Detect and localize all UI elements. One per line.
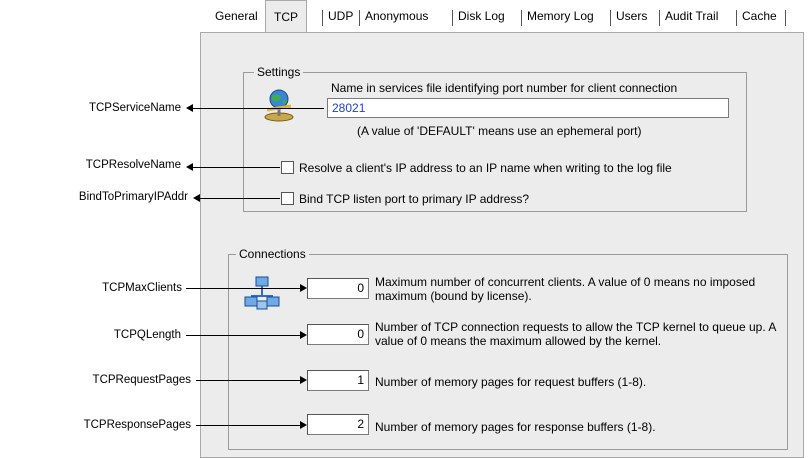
arrow-right-icon	[300, 421, 307, 429]
request-pages-description: Number of memory pages for request buffe…	[375, 375, 647, 389]
leader-line	[186, 288, 300, 289]
tab-cache[interactable]: Cache	[742, 9, 777, 23]
settings-group-label: Settings	[254, 65, 304, 79]
service-name-input[interactable]: 28021	[327, 98, 729, 118]
tab-separator	[659, 10, 660, 26]
callout-tcp-request-pages: TCPRequestPages	[92, 374, 191, 386]
tab-general[interactable]: General	[215, 9, 258, 23]
tab-disk-log[interactable]: Disk Log	[458, 9, 505, 23]
queue-length-input[interactable]: 0	[307, 324, 369, 345]
arrow-right-icon	[300, 331, 307, 339]
tab-separator	[736, 10, 737, 26]
max-clients-description: Maximum number of concurrent clients. A …	[375, 275, 756, 303]
response-pages-input[interactable]: 2	[307, 414, 369, 435]
callout-tcp-response-pages: TCPResponsePages	[83, 419, 191, 431]
settings-group	[243, 72, 747, 212]
resolve-name-label: Resolve a client's IP address to an IP n…	[299, 161, 672, 175]
arrow-right-icon	[300, 284, 307, 292]
tab-separator	[785, 10, 786, 26]
network-globe-icon	[262, 88, 296, 122]
leader-line	[192, 108, 324, 109]
arrow-right-icon	[300, 376, 307, 384]
connections-group-label: Connections	[236, 247, 309, 261]
tab-users[interactable]: Users	[616, 9, 648, 23]
request-pages-input[interactable]: 1	[307, 370, 369, 391]
callout-tcp-max-clients: TCPMaxClients	[102, 282, 182, 294]
service-name-label: Name in services file identifying port n…	[331, 81, 678, 95]
arrow-left-icon	[186, 163, 193, 171]
leader-line	[196, 425, 300, 426]
callout-tcp-resolve-name: TCPResolveName	[85, 159, 181, 171]
network-computers-icon	[244, 276, 280, 312]
tab-anonymous[interactable]: Anonymous	[365, 9, 429, 23]
leader-line	[196, 380, 300, 381]
tab-separator	[521, 10, 522, 26]
callout-tcp-q-length: TCPQLength	[113, 329, 181, 341]
bind-primary-label: Bind TCP listen port to primary IP addre…	[299, 192, 530, 206]
bind-primary-checkbox[interactable]	[281, 192, 294, 205]
tab-strip: General TCP UDP Anonymous Disk Log Memor…	[207, 0, 802, 32]
leader-line	[192, 167, 280, 168]
response-pages-description: Number of memory pages for response buff…	[375, 420, 656, 434]
leader-line	[186, 335, 300, 336]
arrow-left-icon	[186, 104, 193, 112]
resolve-name-checkbox[interactable]	[281, 161, 294, 174]
arrow-left-icon	[193, 194, 200, 202]
tab-separator	[452, 10, 453, 26]
tab-udp[interactable]: UDP	[328, 9, 354, 23]
callout-bind-to-primary: BindToPrimaryIPAddr	[78, 191, 188, 203]
tab-separator	[322, 10, 323, 26]
tab-memory-log[interactable]: Memory Log	[527, 9, 594, 23]
max-clients-input[interactable]: 0	[307, 278, 369, 299]
queue-length-description: Number of TCP connection requests to all…	[375, 320, 776, 348]
callout-tcp-service-name: TCPServiceName	[88, 102, 181, 114]
connections-group	[228, 254, 788, 450]
tab-separator	[610, 10, 611, 26]
default-port-note: (A value of 'DEFAULT' means use an ephem…	[357, 124, 642, 138]
tab-separator	[359, 10, 360, 26]
tab-tcp[interactable]: TCP	[265, 0, 307, 32]
leader-line	[199, 198, 280, 199]
tab-audit-trail[interactable]: Audit Trail	[665, 9, 719, 23]
